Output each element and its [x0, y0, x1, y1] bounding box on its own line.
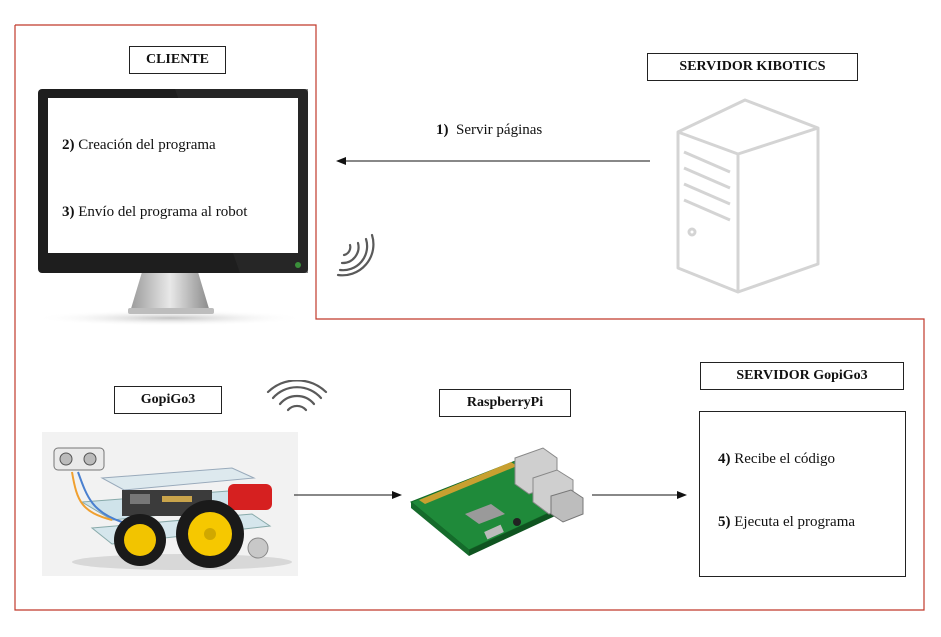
cliente-label: CLIENTE — [129, 46, 226, 74]
step-5: 5) Ejecuta el programa — [718, 514, 856, 530]
arrow-robot-to-raspberry — [294, 491, 402, 499]
step-4: 4) Recibe el código — [718, 451, 836, 467]
servidor-gopigo3-label: SERVIDOR GopiGo3 — [700, 362, 904, 390]
step-1: 1) Servir páginas — [436, 122, 543, 138]
wireless-signal-icon — [336, 233, 375, 277]
server-tower-icon — [676, 98, 820, 294]
servidor-kibotics-label: SERVIDOR KIBOTICS — [647, 53, 858, 81]
raspberry-pi-board-image — [410, 447, 584, 556]
arrow-raspberry-to-server — [592, 491, 687, 499]
wireless-signal-icon — [266, 380, 328, 412]
desktop-monitor-icon — [35, 89, 308, 326]
step-3: 3) Envío del programa al robot — [62, 204, 248, 220]
gopigo3-label: GopiGo3 — [114, 386, 222, 414]
arrow-server-to-client — [336, 157, 650, 165]
gopigo3-robot-image — [42, 432, 298, 576]
step-2: 2) Creación del programa — [62, 137, 216, 153]
servidor-gopigo3-panel — [699, 411, 906, 577]
raspberrypi-label: RaspberryPi — [439, 389, 571, 417]
